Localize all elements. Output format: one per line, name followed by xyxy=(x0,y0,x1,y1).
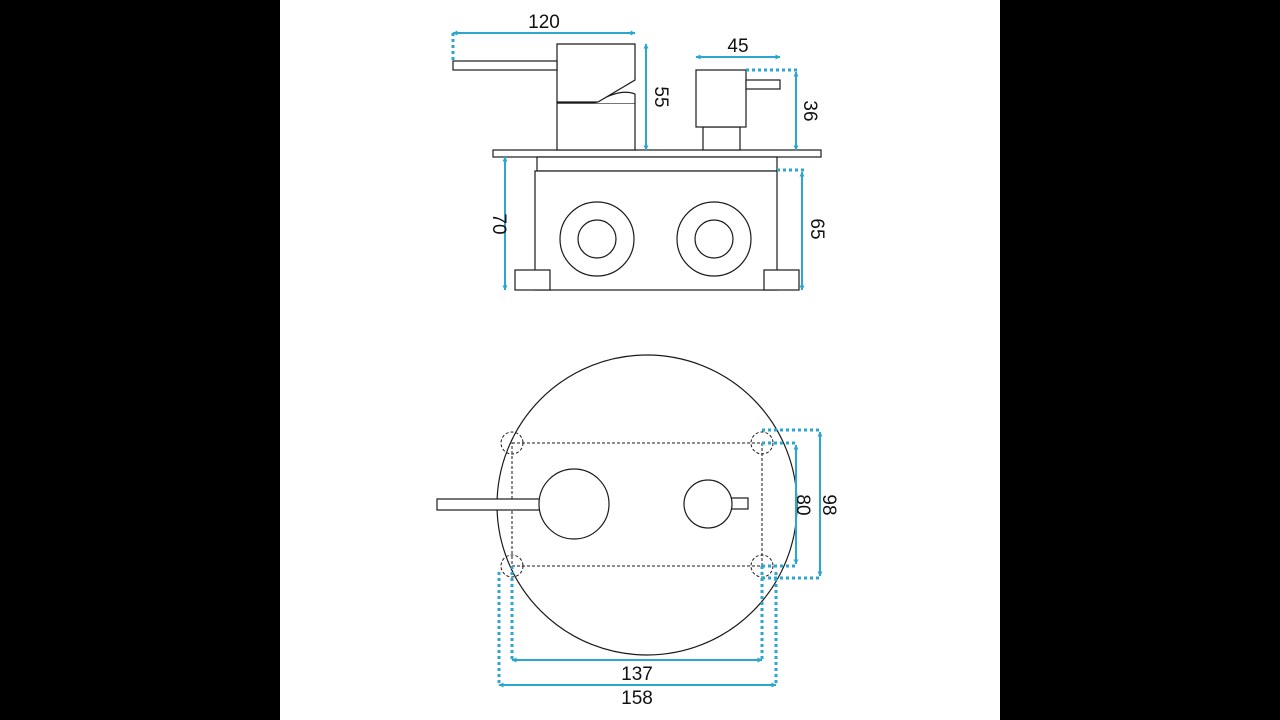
screw-hole-top-left xyxy=(500,431,524,455)
left-outlet-outer xyxy=(559,201,635,277)
front-view xyxy=(436,354,798,656)
mixer-neck xyxy=(557,91,636,104)
dim-label-70: 70 xyxy=(488,213,509,234)
front-diverter-knob xyxy=(683,479,733,529)
drawing-sheet: 120 55 45 36 70 65 80 xyxy=(280,0,1000,720)
dim-label-55: 55 xyxy=(650,86,671,107)
right-outlet-inner xyxy=(694,219,734,259)
front-mixer-knob xyxy=(538,468,610,540)
right-foot xyxy=(763,269,800,291)
dim-label-137: 137 xyxy=(621,664,653,685)
diverter-pin xyxy=(745,79,781,90)
left-outlet-inner xyxy=(577,219,617,259)
dim-label-80: 80 xyxy=(792,494,813,515)
dim-label-98: 98 xyxy=(818,494,839,515)
diverter-knob xyxy=(695,69,747,128)
mixer-lever-head xyxy=(556,43,636,103)
technical-drawing: 120 55 45 36 70 65 80 xyxy=(436,12,839,709)
mounting-box xyxy=(534,170,778,291)
box-flange xyxy=(536,156,778,172)
screw-hole-top-right xyxy=(750,431,774,455)
dim-label-65: 65 xyxy=(806,218,827,239)
side-view xyxy=(452,43,822,291)
hidden-box-outline xyxy=(511,442,763,567)
dim-label-36: 36 xyxy=(799,100,820,121)
mixer-lever xyxy=(452,60,558,71)
side-view-dimensions: 120 55 45 36 70 65 xyxy=(451,12,827,291)
dim-label-45: 45 xyxy=(727,36,748,57)
dim-label-158: 158 xyxy=(621,688,653,709)
diverter-stem xyxy=(702,126,741,151)
right-outlet-outer xyxy=(676,201,752,277)
front-view-dimensions: 80 98 137 158 xyxy=(497,428,839,709)
dim-label-120: 120 xyxy=(528,12,560,33)
left-foot xyxy=(514,269,551,291)
wall-plate xyxy=(492,149,822,158)
mixer-body xyxy=(556,102,636,151)
screw-hole-bottom-left xyxy=(500,554,524,578)
